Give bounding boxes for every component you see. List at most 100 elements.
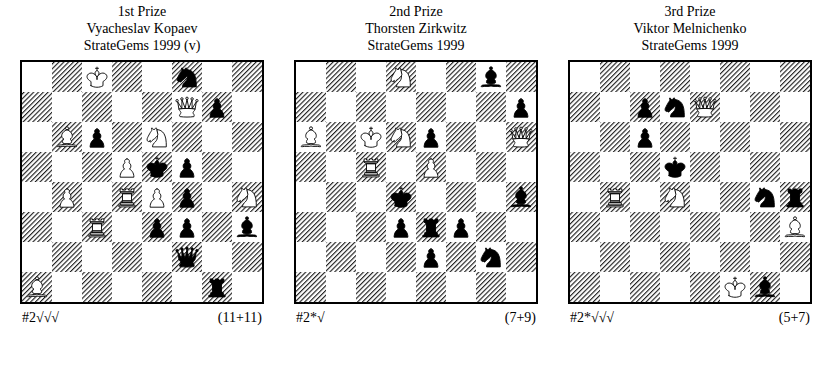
dark-square (296, 152, 326, 182)
black-knight (177, 68, 196, 87)
light-square (720, 212, 750, 242)
light-square (22, 182, 52, 212)
chess-board (295, 61, 537, 303)
dark-square (570, 272, 600, 302)
dark-square (82, 212, 112, 242)
black-pawn (180, 159, 194, 177)
black-pawn (424, 129, 438, 147)
dark-square (232, 182, 262, 212)
light-square (570, 62, 600, 92)
dark-square (326, 62, 356, 92)
dark-square (202, 92, 232, 122)
light-square (446, 272, 476, 302)
stipulation: #2√√√ (22, 310, 59, 326)
dark-square (780, 62, 810, 92)
dark-square (780, 242, 810, 272)
prize-title: 3rd Prize (665, 4, 716, 20)
light-square (142, 182, 172, 212)
dark-square (356, 152, 386, 182)
dark-square (660, 62, 690, 92)
piece-count: (11+11) (218, 310, 262, 326)
dark-square (750, 212, 780, 242)
dark-square (690, 212, 720, 242)
light-square (356, 122, 386, 152)
light-square (476, 242, 506, 272)
dark-square (22, 152, 52, 182)
dark-square (690, 92, 720, 122)
dark-square (386, 242, 416, 272)
light-square (52, 212, 82, 242)
dark-square (660, 242, 690, 272)
light-square (202, 182, 232, 212)
dark-square (570, 152, 600, 182)
dark-square (386, 182, 416, 212)
light-square (296, 182, 326, 212)
dark-square (356, 272, 386, 302)
dark-square (82, 92, 112, 122)
dark-square (446, 62, 476, 92)
dark-square (476, 152, 506, 182)
light-square (82, 182, 112, 212)
black-queen (176, 247, 198, 267)
light-square (476, 182, 506, 212)
light-square (570, 182, 600, 212)
white-queen (510, 127, 532, 147)
white-bishop (301, 127, 321, 147)
black-pawn (424, 249, 438, 267)
light-square (476, 122, 506, 152)
light-square (52, 272, 82, 302)
light-square (326, 152, 356, 182)
dark-square (630, 212, 660, 242)
dark-square (446, 182, 476, 212)
light-square (506, 92, 536, 122)
light-square (416, 242, 446, 272)
dark-square (690, 272, 720, 302)
light-square (416, 62, 446, 92)
black-pawn (180, 189, 194, 207)
white-bishop (57, 127, 77, 147)
light-square (142, 242, 172, 272)
white-rook (89, 219, 105, 237)
light-square (112, 92, 142, 122)
light-square (386, 92, 416, 122)
dark-square (172, 182, 202, 212)
light-square (232, 272, 262, 302)
light-square (82, 62, 112, 92)
black-pawn (638, 99, 652, 117)
light-square (172, 92, 202, 122)
light-square (82, 242, 112, 272)
dark-square (202, 152, 232, 182)
black-rook (787, 189, 803, 207)
white-knight (391, 128, 410, 147)
white-knight (391, 68, 410, 87)
light-square (112, 272, 142, 302)
dark-square (296, 92, 326, 122)
dark-square (600, 122, 630, 152)
source-line: StrateGems 1999 (368, 38, 465, 54)
black-pawn (210, 99, 224, 117)
black-pawn (394, 219, 408, 237)
light-square (600, 272, 630, 302)
black-pawn (638, 129, 652, 147)
white-bishop (27, 277, 47, 297)
light-square (202, 62, 232, 92)
white-pawn (150, 189, 164, 207)
chess-board (569, 61, 811, 303)
dark-square (112, 182, 142, 212)
dark-square (112, 62, 142, 92)
board-frame (569, 61, 811, 303)
light-square (326, 272, 356, 302)
dark-square (326, 122, 356, 152)
light-square (630, 122, 660, 152)
dark-square (386, 122, 416, 152)
stipulation: #2*√√√ (570, 310, 614, 326)
light-square (780, 272, 810, 302)
dark-square (446, 122, 476, 152)
light-square (386, 272, 416, 302)
white-queen (176, 97, 198, 117)
white-knight (665, 188, 684, 207)
dark-square (720, 242, 750, 272)
light-square (22, 122, 52, 152)
dark-square (22, 272, 52, 302)
light-square (660, 272, 690, 302)
